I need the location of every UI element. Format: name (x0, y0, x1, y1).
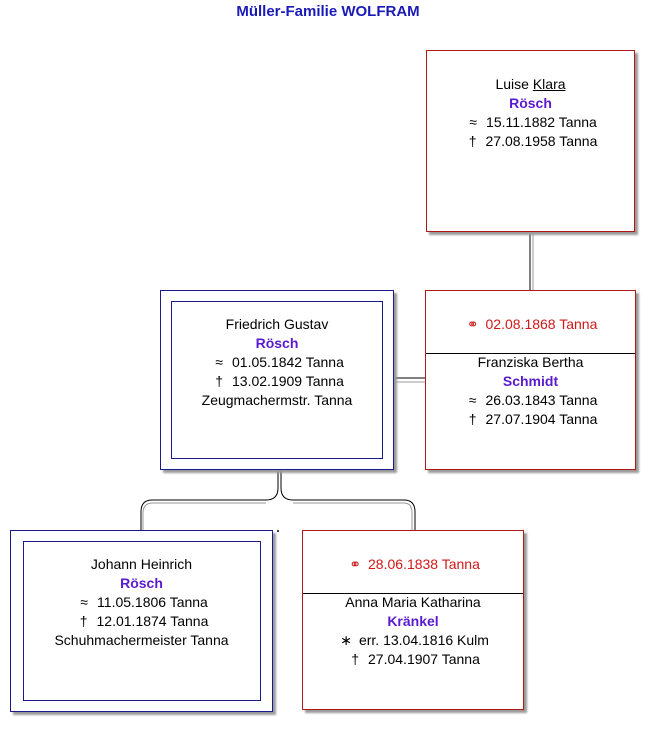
baptism-icon: ≈ (469, 114, 477, 130)
baptism-icon: ≈ (80, 594, 88, 610)
baptism-line: ≈ 11.05.1806 Tanna (11, 593, 272, 612)
death-date: 27.08.1958 Tanna (485, 133, 598, 149)
death-icon: † (351, 651, 360, 667)
divider (303, 593, 523, 594)
baptism-line: ≈ 01.05.1842 Tanna (161, 353, 393, 372)
person-surname: Kränkel (387, 613, 439, 629)
marriage-line: ⚭ 28.06.1838 Tanna (303, 555, 523, 574)
baptism-line: ≈ 26.03.1843 Tanna (426, 391, 635, 410)
person-box-anna[interactable]: ⚭ 28.06.1838 Tanna Anna Maria Katharina … (302, 530, 524, 710)
inner-frame (171, 301, 383, 459)
death-line: † 27.04.1907 Tanna (303, 650, 523, 669)
inner-frame (23, 541, 261, 701)
death-icon: † (79, 613, 88, 629)
person-given-name: Luise Klara (427, 75, 634, 94)
baptism-date: 26.03.1843 Tanna (485, 392, 598, 408)
death-icon: † (468, 411, 477, 427)
death-date: 12.01.1874 Tanna (96, 613, 209, 629)
person-given-name: Franziska Bertha (477, 354, 584, 370)
page-title: Müller-Familie WOLFRAM (236, 3, 420, 20)
baptism-date: 15.11.1882 Tanna (486, 114, 597, 130)
death-icon: † (468, 133, 477, 149)
death-line: † 13.02.1909 Tanna (161, 372, 393, 391)
marriage-rings-icon: ⚭ (349, 556, 361, 572)
baptism-date: 11.05.1806 Tanna (97, 594, 208, 610)
death-line: † 27.08.1958 Tanna (427, 132, 634, 151)
death-date: 13.02.1909 Tanna (232, 373, 344, 389)
given-name-plain: Luise (495, 76, 529, 92)
marriage-date: 28.06.1838 Tanna (368, 556, 480, 572)
person-given-name: Johann Heinrich (90, 556, 193, 572)
marriage-date: 02.08.1868 Tanna (485, 316, 598, 332)
marriage-line: ⚭ 02.08.1868 Tanna (426, 315, 635, 334)
occupation: Schuhmachermeister Tanna (54, 632, 229, 648)
birth-icon: ∗ (340, 632, 352, 648)
occupation: Zeugmachermstr. Tanna (201, 392, 353, 408)
death-line: † 27.07.1904 Tanna (426, 410, 635, 429)
baptism-line: ≈ 15.11.1882 Tanna (427, 113, 634, 132)
baptism-date: 01.05.1842 Tanna (232, 354, 344, 370)
birth-date: err. 13.04.1816 Kulm (358, 632, 489, 648)
death-icon: † (215, 373, 224, 389)
marriage-rings-icon: ⚭ (466, 316, 479, 332)
baptism-icon: ≈ (215, 354, 223, 370)
person-surname: Rösch (255, 335, 299, 351)
person-surname: Rösch (120, 575, 163, 591)
divider (426, 353, 635, 354)
person-box-luise[interactable]: Luise Klara Rösch ≈ 15.11.1882 Tanna † 2… (426, 50, 635, 232)
given-name-underlined: Klara (532, 76, 566, 92)
death-date: 27.07.1904 Tanna (485, 411, 598, 427)
person-box-johann[interactable]: Johann Heinrich Rösch ≈ 11.05.1806 Tanna… (10, 530, 273, 712)
birth-line: ∗ err. 13.04.1816 Kulm (303, 631, 523, 650)
person-box-franziska[interactable]: ⚭ 02.08.1868 Tanna Franziska Bertha Schm… (425, 290, 636, 470)
baptism-icon: ≈ (468, 392, 477, 408)
person-box-friedrich[interactable]: Friedrich Gustav Rösch ≈ 01.05.1842 Tann… (160, 290, 394, 470)
death-line: † 12.01.1874 Tanna (11, 612, 272, 631)
person-surname: Rösch (509, 95, 552, 111)
person-given-name: Friedrich Gustav (225, 316, 329, 332)
death-date: 27.04.1907 Tanna (368, 651, 480, 667)
person-given-name: Anna Maria Katharina (345, 594, 481, 610)
person-surname: Schmidt (502, 373, 559, 389)
